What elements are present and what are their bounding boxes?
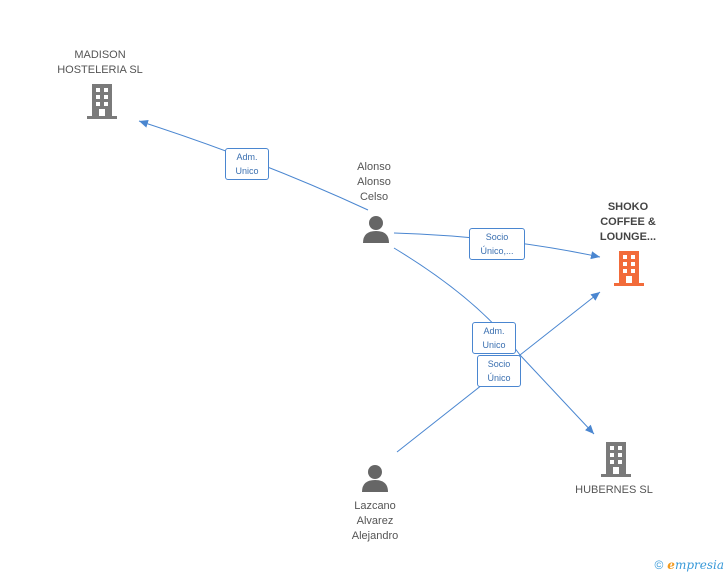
brand-logo: empresia	[667, 558, 724, 572]
building-icon-highlighted[interactable]	[612, 250, 646, 286]
node-label-lazcano: Lazcano Alvarez Alejandro	[351, 500, 399, 542]
footer-brand[interactable]: © empresia	[654, 558, 724, 572]
building-icon[interactable]	[86, 83, 118, 119]
edge-label-adm-unico[interactable]: Adm. Unico	[225, 148, 269, 180]
person-icon[interactable]	[360, 463, 390, 493]
edge-label-socio-unico[interactable]: Socio Único,...	[469, 228, 525, 260]
node-label-alonso: Alonso Alonso Celso	[357, 161, 391, 203]
edge-label-socio-unico[interactable]: Socio Único	[477, 355, 521, 387]
copyright-icon: ©	[654, 558, 664, 572]
person-icon[interactable]	[361, 214, 391, 244]
building-icon[interactable]	[600, 441, 632, 477]
edge-label-adm-unico[interactable]: Adm. Unico	[472, 322, 516, 354]
node-label-madison: MADISON HOSTELERIA SL	[57, 49, 143, 76]
node-label-shoko: SHOKO COFFEE & LOUNGE...	[599, 201, 657, 243]
node-label-hubernes: HUBERNES SL	[575, 484, 653, 496]
